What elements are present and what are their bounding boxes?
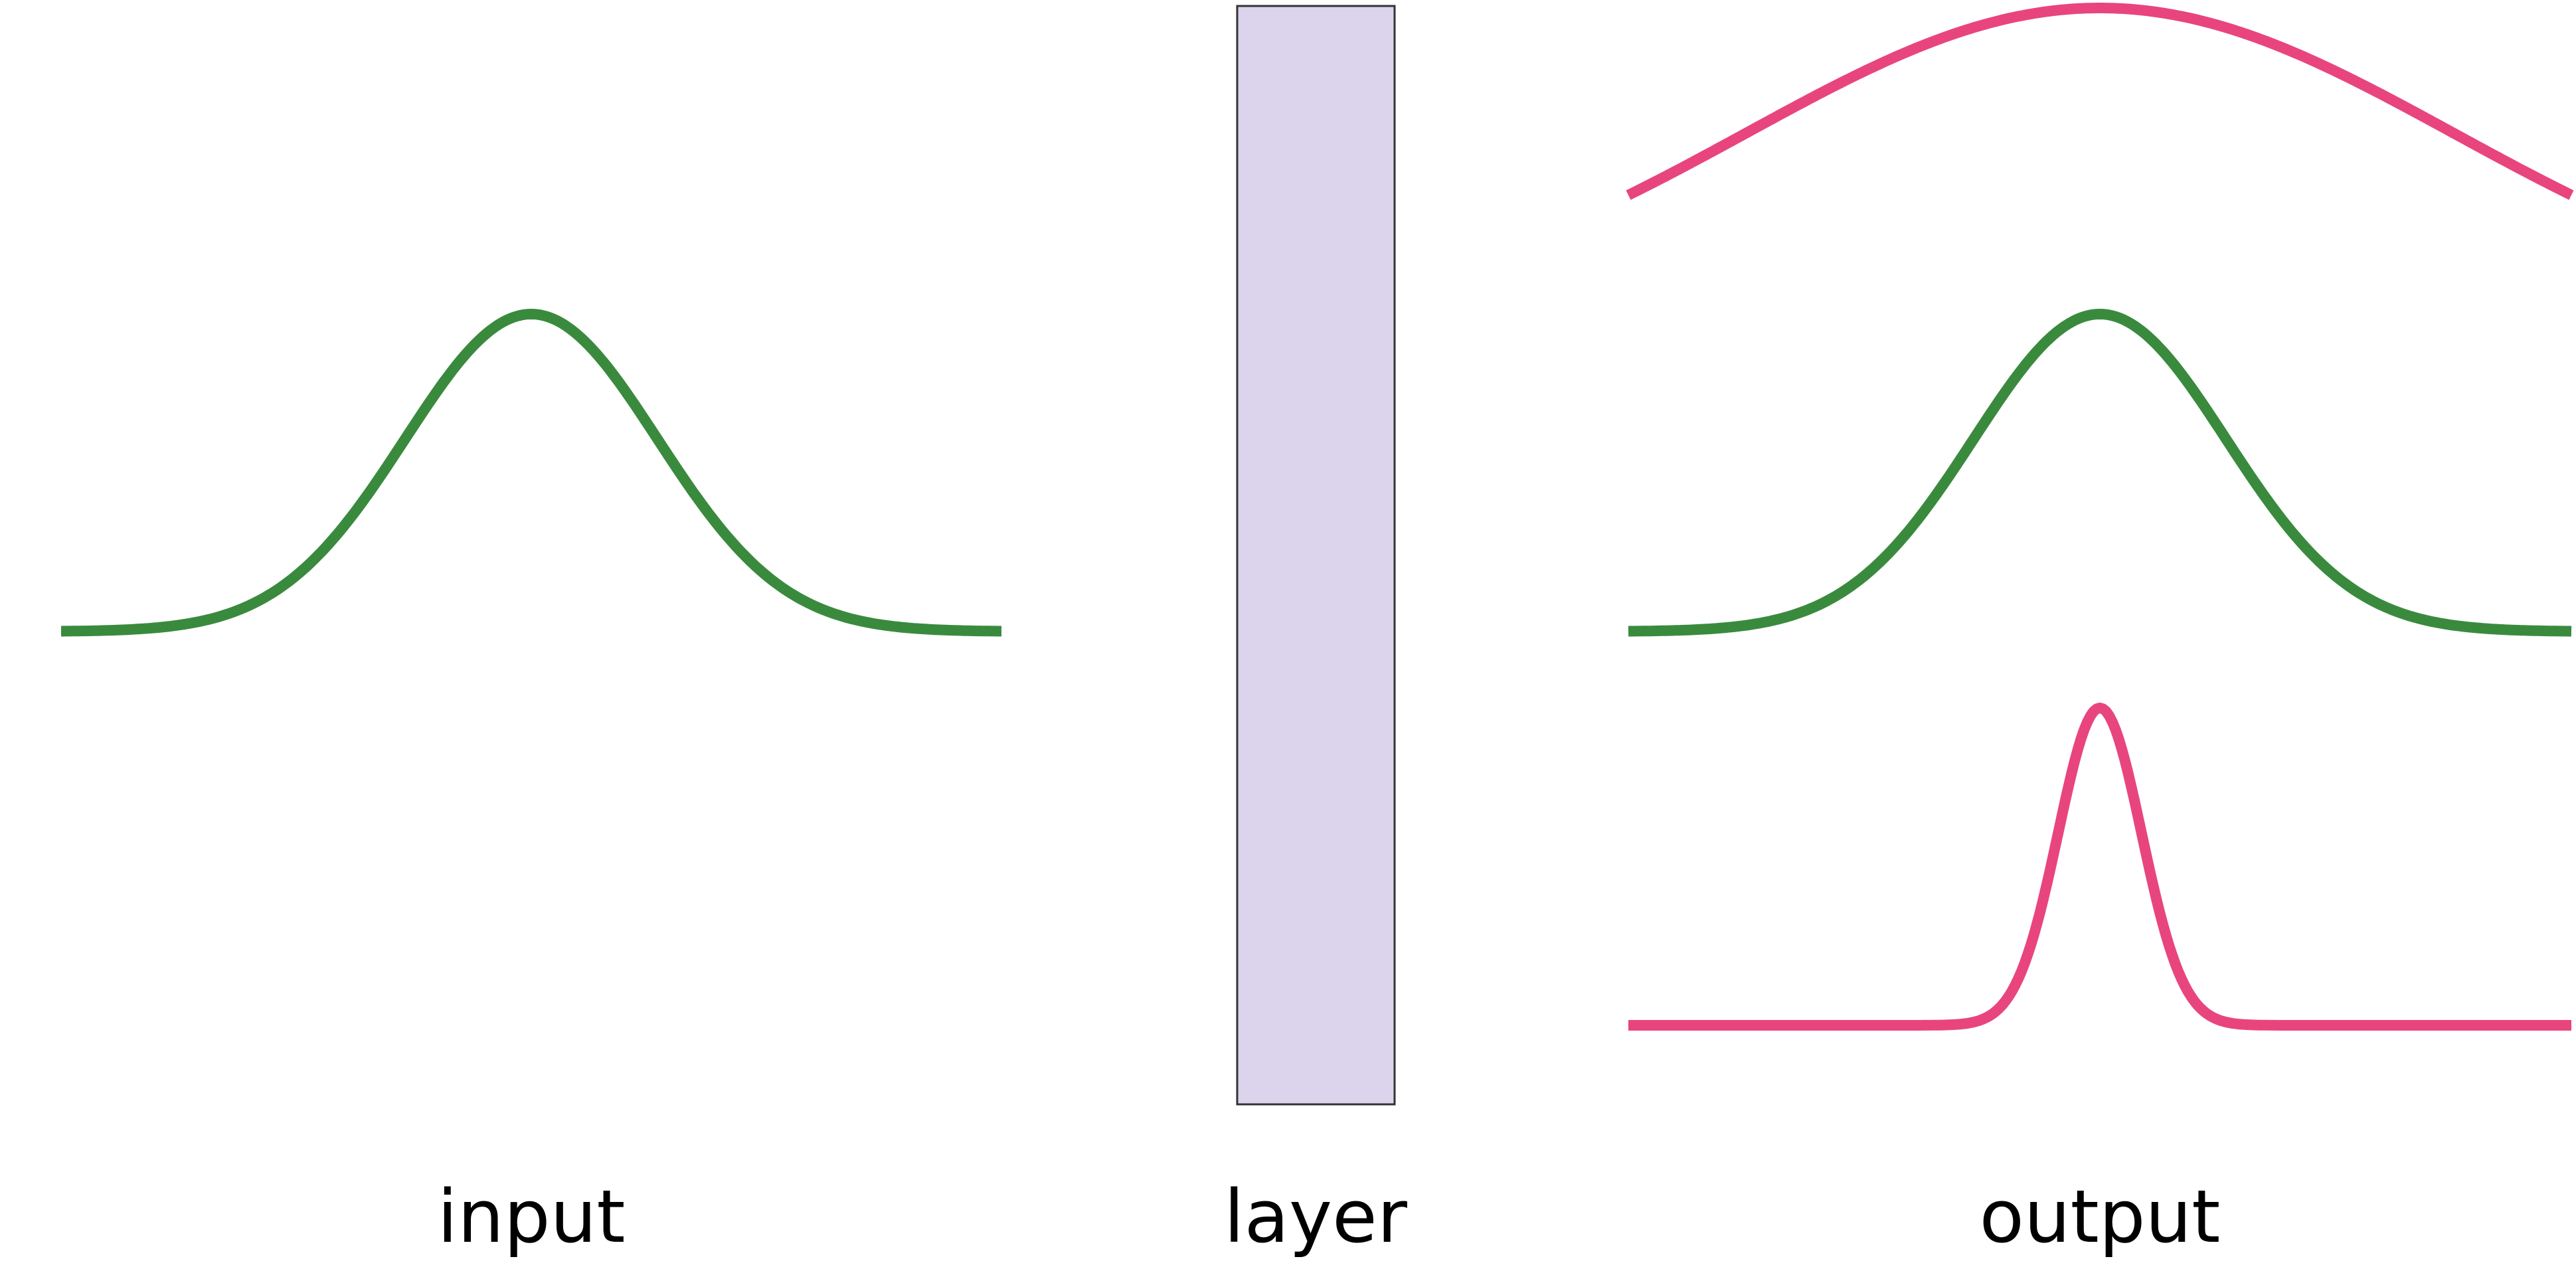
output-panel: output [1626,3,2574,1259]
layer-box [1236,5,1396,1106]
input-panel: input [58,309,1004,1259]
output-same-gaussian-curve [1626,309,2574,637]
input-gaussian-curve [58,309,1004,637]
output-narrow-gaussian-curve [1626,703,2574,1031]
output-wide-gaussian-curve [1626,3,2574,200]
layer-label: layer [1224,1174,1408,1259]
input-label: input [438,1174,626,1259]
layer-panel: layer [1224,5,1408,1259]
output-label: output [1980,1174,2221,1259]
